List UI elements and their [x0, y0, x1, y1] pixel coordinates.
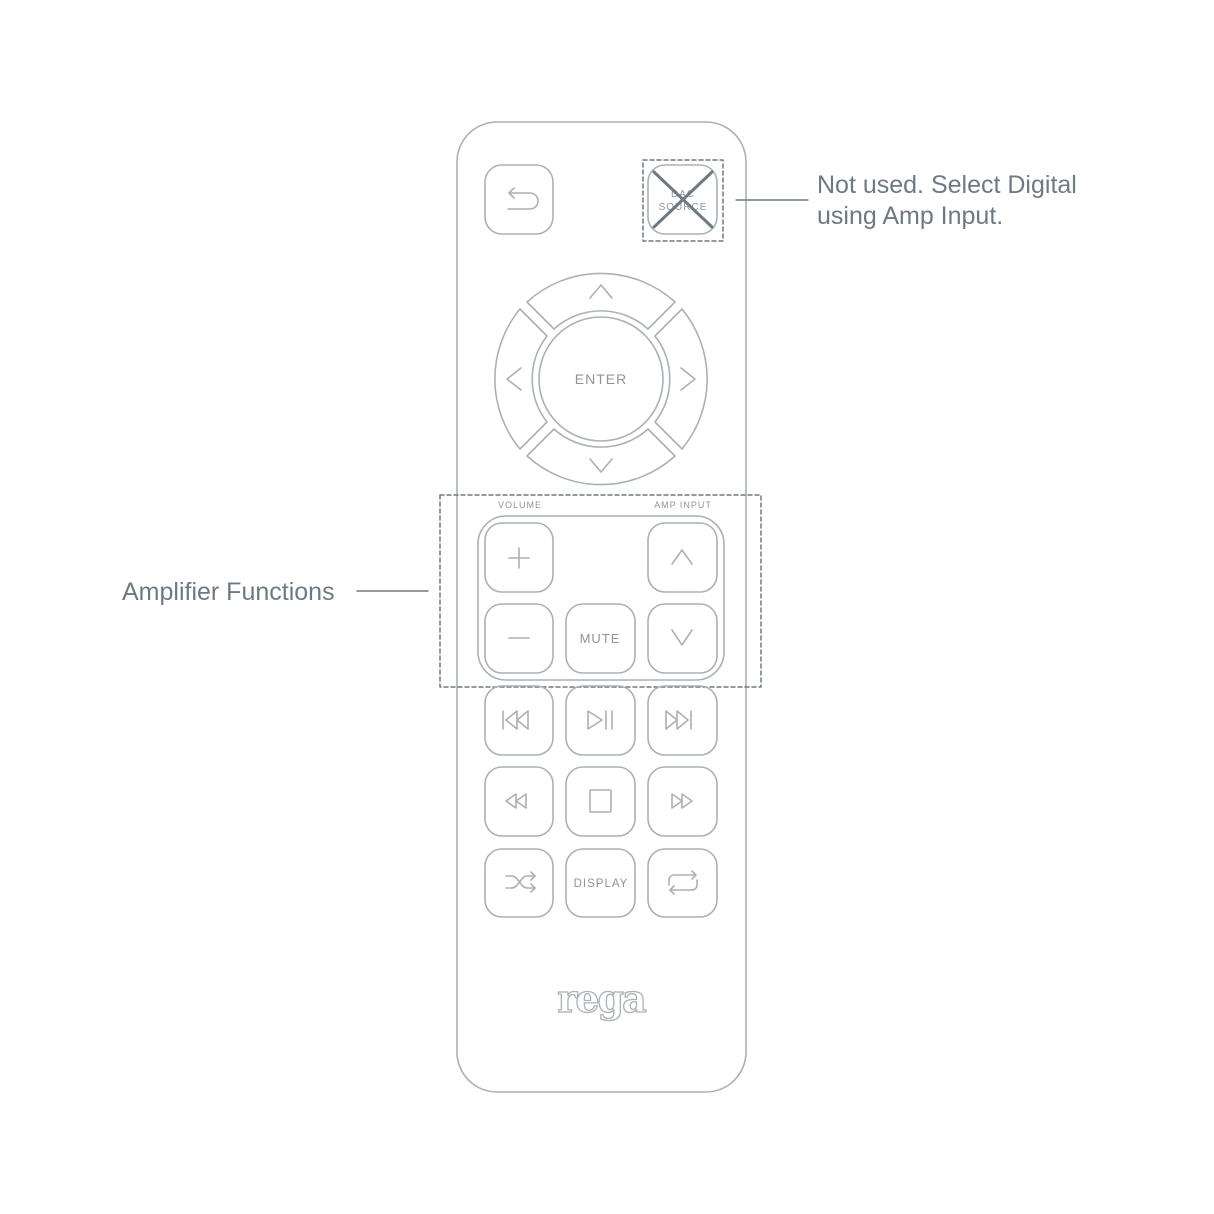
amp-input-label: AMP INPUT: [654, 500, 712, 510]
shuffle-button[interactable]: [484, 848, 554, 918]
stop-icon: [589, 789, 612, 813]
source-note: Not used. Select Digital using Amp Input…: [817, 170, 1137, 232]
enter-label: ENTER: [575, 371, 627, 387]
skip-forward-icon: [665, 710, 692, 730]
mute-button[interactable]: [565, 603, 636, 674]
down-icon: [589, 458, 613, 473]
enter-button[interactable]: [538, 316, 664, 442]
back-arrow-icon: [507, 187, 539, 210]
amp-up-icon: [671, 549, 693, 565]
display-button[interactable]: [565, 848, 636, 918]
rewind-icon: [505, 793, 527, 809]
repeat-button[interactable]: [647, 848, 718, 918]
shuffle-icon: [505, 871, 536, 893]
play-pause-icon: [587, 710, 613, 730]
amp-down-icon: [671, 629, 693, 646]
left-icon: [506, 367, 522, 391]
cross-out-mark: [652, 170, 714, 229]
dpad-up-button[interactable]: [526, 272, 676, 330]
source-highlight-box: [642, 159, 724, 242]
dpad: [494, 272, 708, 486]
volume-up-button[interactable]: [484, 522, 554, 593]
volume-label: VOLUME: [498, 500, 542, 510]
display-label: DISPLAY: [574, 878, 629, 890]
rewind-button[interactable]: [484, 766, 554, 837]
volume-down-button[interactable]: [484, 603, 554, 674]
back-button[interactable]: [484, 164, 554, 235]
mute-label: MUTE: [580, 631, 621, 646]
dpad-down-button[interactable]: [526, 428, 676, 486]
skip-forward-button[interactable]: [647, 685, 718, 756]
amplifier-functions-label: Amplifier Functions: [122, 578, 335, 606]
source-note-line2: using Amp Input.: [817, 202, 1004, 230]
source-button-label-line2: SOURCE: [659, 202, 708, 213]
stop-button[interactable]: [565, 766, 636, 837]
amplifier-highlight-box: [439, 494, 762, 688]
dpad-right-button[interactable]: [654, 308, 708, 450]
plus-icon: [508, 547, 530, 569]
amp-input-up-button[interactable]: [647, 522, 718, 593]
amp-group-outline: [477, 515, 725, 681]
play-pause-button[interactable]: [565, 685, 636, 756]
skip-back-icon: [502, 710, 529, 730]
rega-logo: rega: [557, 975, 649, 1021]
amp-input-down-button[interactable]: [647, 603, 718, 674]
source-button[interactable]: DAC SOURCE: [647, 164, 718, 235]
skip-back-button[interactable]: [484, 685, 554, 756]
remote-body: [456, 121, 747, 1093]
up-icon: [589, 284, 613, 299]
fast-forward-button[interactable]: [647, 766, 718, 837]
source-note-line1: Not used. Select Digital: [817, 171, 1077, 199]
fast-forward-icon: [671, 793, 693, 809]
repeat-icon: [668, 870, 698, 895]
right-icon: [680, 367, 696, 391]
rega-logo-text: rega: [557, 976, 646, 1021]
source-button-label-line1: DAC: [671, 189, 695, 200]
dpad-left-button[interactable]: [494, 308, 548, 450]
